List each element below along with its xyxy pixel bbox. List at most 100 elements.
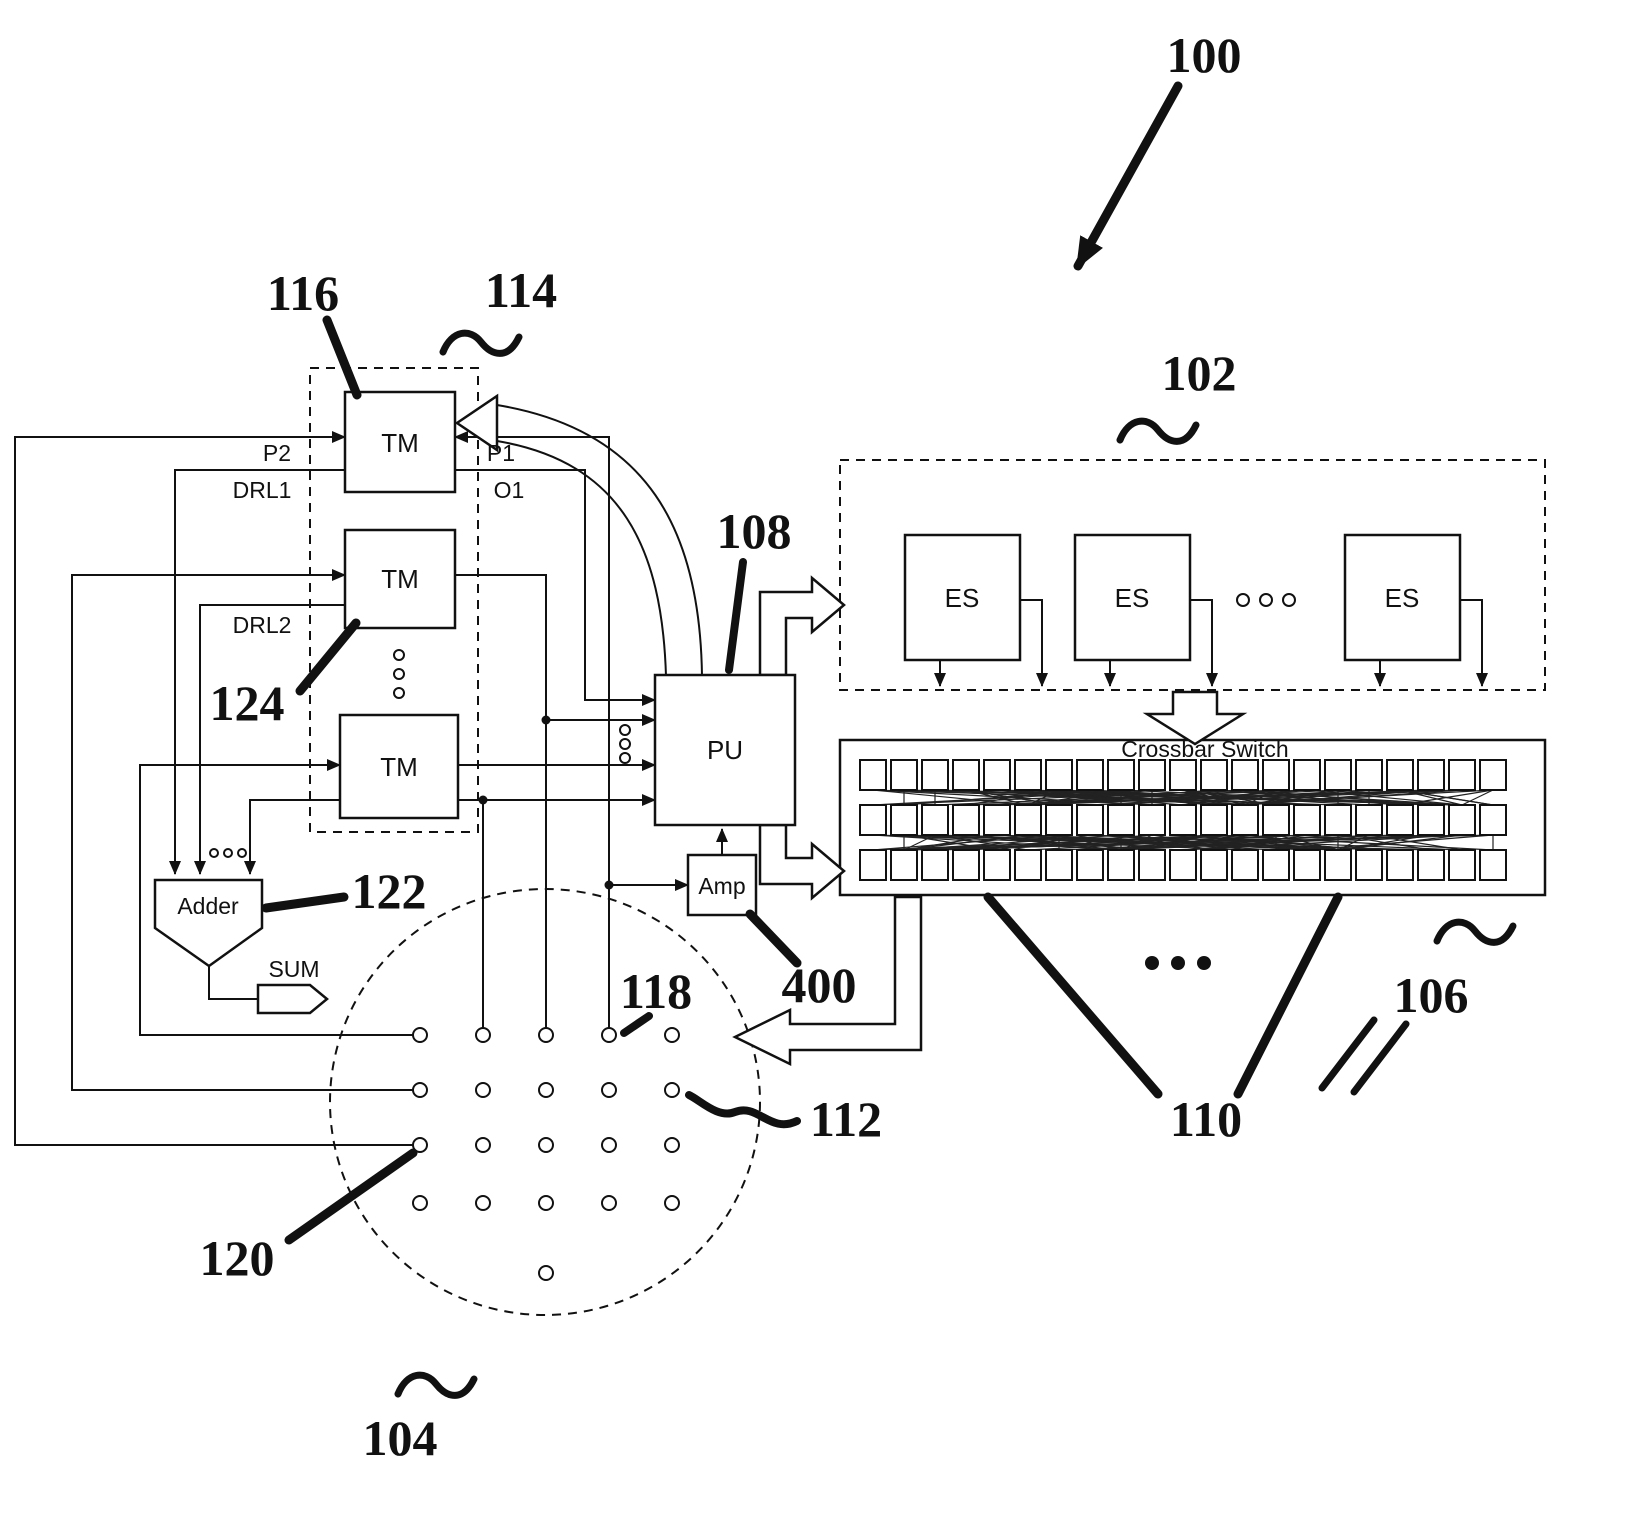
crossbar-port <box>1293 804 1321 836</box>
crossbar-port <box>890 804 918 836</box>
crossbar-port <box>859 804 887 836</box>
electrode-contact <box>538 1027 554 1043</box>
electrode-contact <box>538 1137 554 1153</box>
crossbar-port <box>1448 849 1476 881</box>
crossbar-port <box>1417 804 1445 836</box>
electrode-contact <box>664 1137 680 1153</box>
crossbar-port <box>1355 759 1383 791</box>
crossbar-port <box>1014 804 1042 836</box>
es-ellipsis-dot <box>1282 593 1296 607</box>
ref-leader-110-right <box>1233 892 1343 1099</box>
ref-leader-110-left <box>983 892 1163 1099</box>
crossbar-line-ellipsis-dot <box>1171 956 1185 970</box>
crossbar-port <box>1076 804 1104 836</box>
crossbar-title: Crossbar Switch <box>1121 736 1288 762</box>
crossbar-port <box>1448 759 1476 791</box>
pu-to-tm-feedback-arrowhead <box>454 393 499 453</box>
wire-tm2-drive-line <box>455 574 547 1028</box>
crossbar-port <box>1386 804 1414 836</box>
tm2-block <box>343 528 457 630</box>
wire-o1-to-pu <box>455 469 656 706</box>
pu-block <box>653 673 797 827</box>
ref-label-400: 400 <box>782 957 857 1013</box>
pu-input-ellipsis-dot <box>619 738 631 750</box>
ref-label-118: 118 <box>620 963 692 1019</box>
crossbar-port <box>921 759 949 791</box>
crossbar-port <box>1355 804 1383 836</box>
electrode-contact <box>412 1195 428 1211</box>
electrode-contact <box>412 1137 428 1153</box>
crossbar-port <box>1014 849 1042 881</box>
ref-leader-400 <box>745 909 802 968</box>
crossbar-port <box>1417 849 1445 881</box>
signal-o1: O1 <box>494 477 525 503</box>
crossbar-cross-line <box>903 834 998 851</box>
electrode-grid <box>412 1027 680 1281</box>
es3-block <box>1343 533 1462 662</box>
crossbar-port <box>890 849 918 881</box>
wire-drln-to-adder <box>244 799 340 875</box>
crossbar-port <box>1355 849 1383 881</box>
crossbar-port <box>1169 849 1197 881</box>
electrode-contact <box>601 1027 617 1043</box>
ref-label-120: 120 <box>200 1230 275 1286</box>
ref-leader-104 <box>394 1371 478 1399</box>
sum-label: SUM <box>268 956 319 982</box>
es-ellipsis-dot <box>1259 593 1273 607</box>
ref-label-112: 112 <box>810 1091 882 1147</box>
crossbar-port <box>952 804 980 836</box>
crossbar-cross-line <box>903 834 1494 851</box>
crossbar-port <box>1262 849 1290 881</box>
crossbar-cross-line <box>1213 789 1494 806</box>
crossbar-port <box>921 849 949 881</box>
crossbar-port <box>1479 849 1507 881</box>
wire-pu-feedback-inner <box>496 440 667 677</box>
crossbar-port <box>890 759 918 791</box>
wire-es3-side <box>1460 599 1488 687</box>
pu-to-crossbar-arrow <box>758 823 846 901</box>
crossbar-ports <box>859 759 1507 881</box>
wire-adder-to-sum <box>208 966 258 1000</box>
electrode-contact <box>475 1082 491 1098</box>
crossbar-port <box>952 759 980 791</box>
es-bank-dashed-box <box>839 459 1546 691</box>
adder-input-ellipsis-dot <box>237 848 247 858</box>
pu-input-ellipsis-dot <box>619 724 631 736</box>
crossbar-port <box>1138 849 1166 881</box>
electrode-contact <box>601 1082 617 1098</box>
es3-label: ES <box>1385 583 1420 613</box>
signal-p1: P1 <box>487 440 515 466</box>
ref-leader-112 <box>685 1091 801 1129</box>
ref-leader-120 <box>284 1148 418 1245</box>
crossbar-cross-line <box>872 789 1153 806</box>
crossbar-port <box>983 849 1011 881</box>
wire-electrode-to-tm3 <box>139 759 413 1036</box>
es-to-crossbar-arrow <box>1142 690 1248 746</box>
signal-drl1: DRL1 <box>233 477 292 503</box>
ref-label-102: 102 <box>1162 345 1237 401</box>
wire-es2-side <box>1190 599 1218 687</box>
amp-block <box>686 853 758 917</box>
crossbar-port <box>1107 849 1135 881</box>
signal-drl2: DRL2 <box>233 612 292 638</box>
electrode-contact <box>538 1195 554 1211</box>
crossbar-port <box>1479 804 1507 836</box>
crossbar-port <box>1231 849 1259 881</box>
ellipsis-dots <box>209 593 1296 970</box>
ref-leader-124 <box>295 618 361 696</box>
crossbar-line-ellipsis-dot <box>1197 956 1211 970</box>
crossbar-port <box>1324 759 1352 791</box>
wire-electrode-to-tm2 <box>71 569 413 1091</box>
wire-es1-side <box>1020 599 1048 687</box>
ref-leader-116 <box>322 315 362 400</box>
ref-leader-106 <box>1433 918 1517 946</box>
crossbar-cross-line <box>996 789 1463 806</box>
crossbar-port <box>1231 759 1259 791</box>
ref-label-122: 122 <box>352 863 427 919</box>
crossbar-port <box>1107 759 1135 791</box>
es2-block <box>1073 533 1192 662</box>
electrode-contact <box>664 1082 680 1098</box>
adder-input-ellipsis-dot <box>223 848 233 858</box>
electrode-contact <box>475 1137 491 1153</box>
